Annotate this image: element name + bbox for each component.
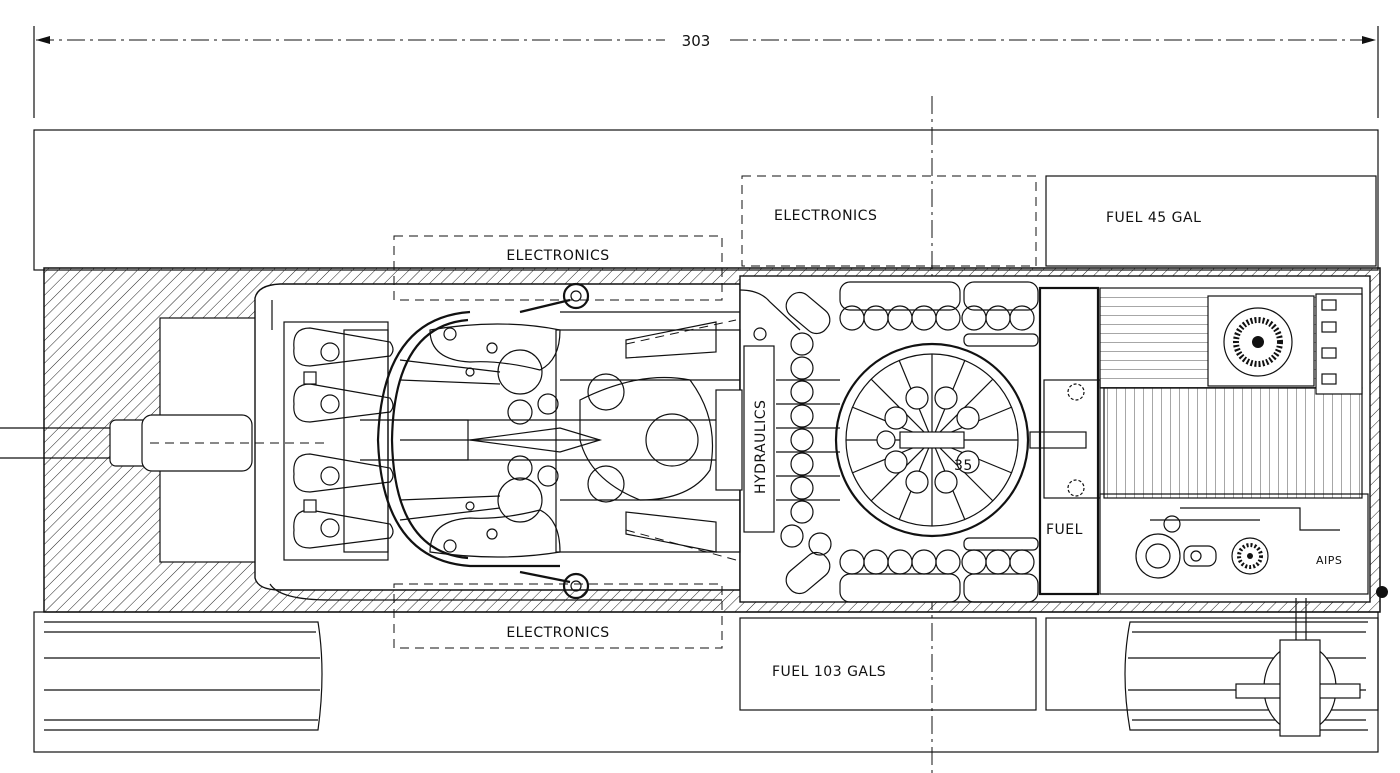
upper-track-outline: [33, 129, 1379, 271]
turbine-icon-lower: [1231, 537, 1269, 575]
dimension-line: 303: [33, 26, 1379, 118]
right-end-fitting: [1376, 586, 1388, 598]
fuel-lower-label: FUEL 103 GALS: [772, 664, 886, 680]
lower-track-right: [1124, 598, 1368, 737]
fuel-small-label: FUEL: [1046, 522, 1083, 538]
lower-track-outline: [33, 611, 1379, 753]
rotary-magazine: 35: [834, 342, 1087, 538]
lower-right-box: [1045, 617, 1379, 711]
lower-track-left: [44, 621, 323, 731]
electronics-upper-center-box: [393, 235, 723, 301]
hydraulics-unit: HYDRAULICS: [715, 345, 775, 533]
fuel-lower-box: [739, 617, 1037, 711]
accessory-units: [1135, 515, 1217, 579]
electronics-upper-right-label: ELECTRONICS: [774, 208, 877, 224]
lower-hatch-ring: [562, 572, 590, 600]
turbine-icon-upper: [1223, 307, 1293, 377]
hydraulics-label: HYDRAULICS: [753, 400, 769, 494]
ammo-canisters: [776, 332, 840, 556]
dimension-label: 303: [682, 32, 711, 50]
canister-rows: [839, 281, 1039, 603]
callout-label: 35: [954, 458, 973, 474]
electronics-upper-center-label: ELECTRONICS: [506, 248, 609, 264]
fuel-column: FUEL: [1038, 286, 1101, 596]
cannon-barrel: [0, 414, 330, 472]
electronics-lower-box: [393, 583, 723, 649]
fuel-upper-label: FUEL 45 GAL: [1106, 210, 1201, 226]
engine-block: [1099, 287, 1369, 595]
fuel-upper-box: [1045, 175, 1377, 267]
pipes: [269, 289, 831, 601]
aips-label: AIPS: [1316, 554, 1342, 567]
upper-hatch-ring: [562, 282, 590, 310]
electronics-upper-right-box: [741, 175, 1037, 267]
electronics-lower-label: ELECTRONICS: [506, 625, 609, 641]
